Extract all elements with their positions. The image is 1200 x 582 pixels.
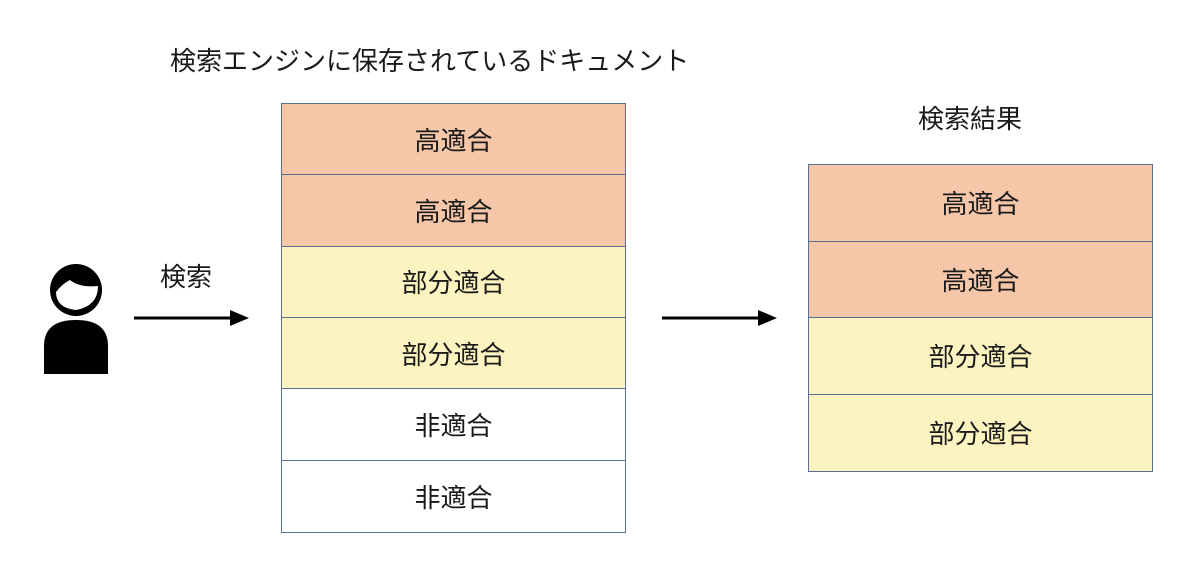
documents-title: 検索エンジンに保存されているドキュメント [170, 47, 690, 77]
document-cell: 高適合 [282, 175, 625, 247]
documents-stack: 高適合 高適合 部分適合 部分適合 非適合 非適合 [281, 103, 626, 533]
results-stack: 高適合 高適合 部分適合 部分適合 [808, 164, 1153, 472]
arrow-right-icon [134, 310, 249, 326]
result-cell: 部分適合 [809, 318, 1152, 395]
document-cell: 部分適合 [282, 246, 625, 318]
results-title: 検索結果 [918, 105, 1023, 135]
document-cell: 非適合 [282, 460, 625, 532]
document-cell: 高適合 [282, 104, 625, 176]
document-cell: 部分適合 [282, 317, 625, 390]
result-cell: 高適合 [809, 165, 1152, 242]
document-cell: 非適合 [282, 389, 625, 461]
arrow-right-icon [662, 310, 777, 326]
search-label: 検索 [160, 263, 213, 293]
result-cell: 高適合 [809, 241, 1152, 318]
result-cell: 部分適合 [809, 394, 1152, 471]
user-icon [44, 264, 108, 374]
